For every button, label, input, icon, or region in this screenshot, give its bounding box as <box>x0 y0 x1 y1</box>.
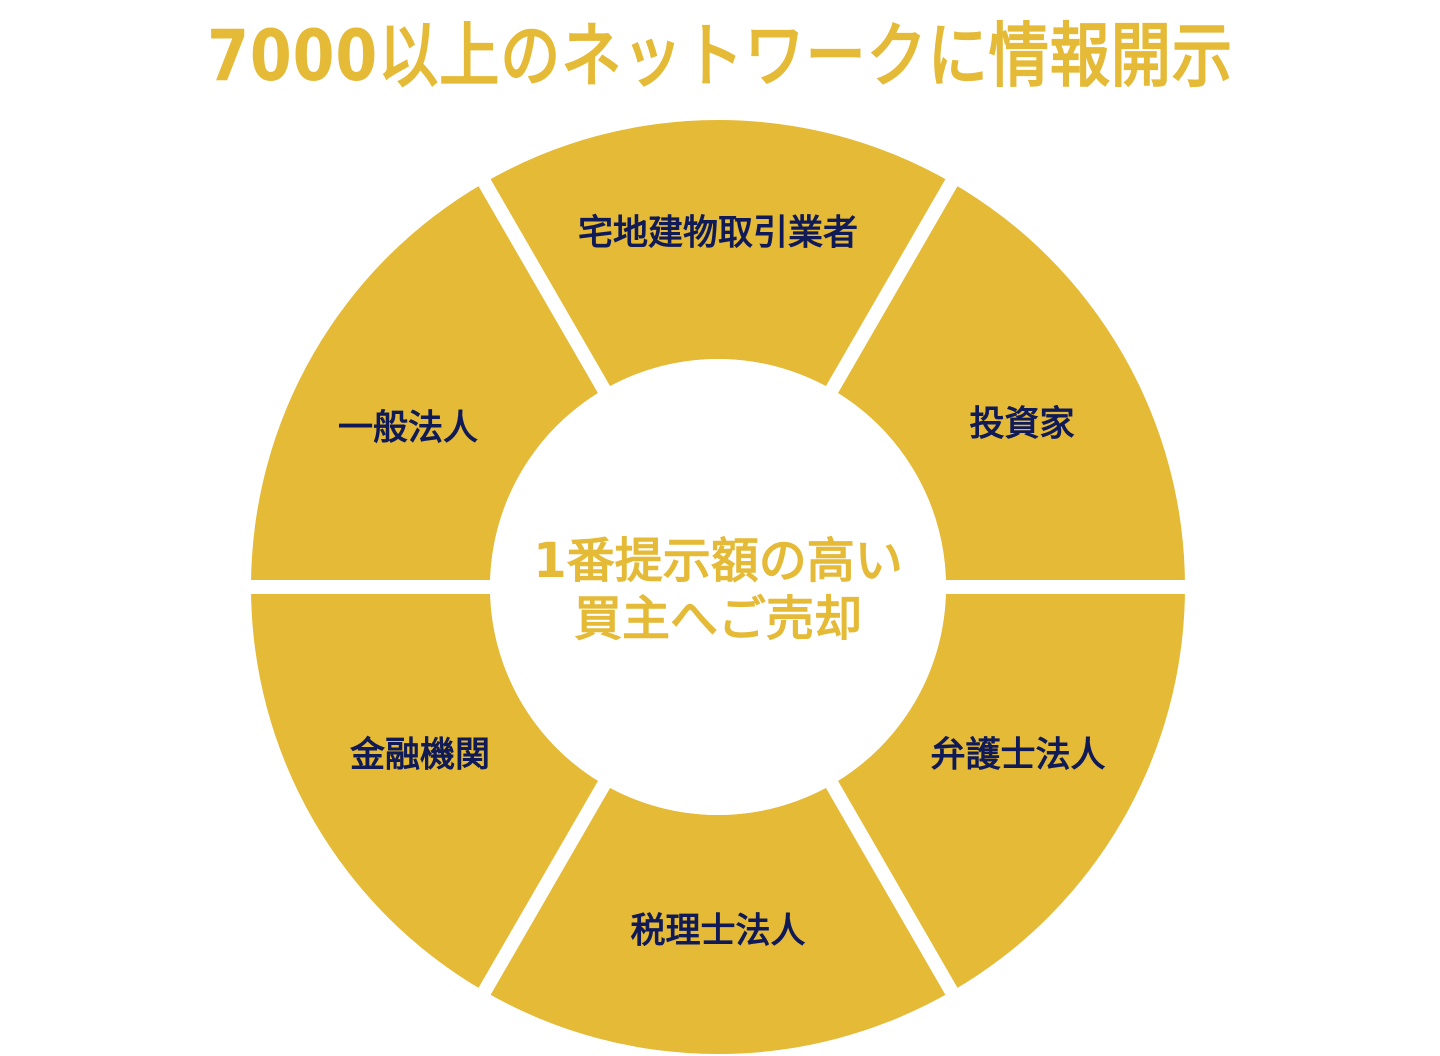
center-message: 1番提示額の高い 買主へご売却 <box>533 532 902 648</box>
donut-segment <box>832 182 1185 587</box>
center-line-2: 買主へご売却 <box>573 591 862 647</box>
segment-divider <box>823 776 961 1000</box>
donut-segment <box>484 784 952 1054</box>
segment-tax-accountant-firm: 税理士法人 <box>630 911 806 952</box>
donut-segment <box>832 587 1185 992</box>
center-line-1: 1番提示額の高い <box>533 533 903 589</box>
segment-financial-institution: 金融機関 <box>349 735 491 776</box>
segment-divider <box>475 776 613 1000</box>
diagram-title: 7000以上のネットワークに情報開示 <box>207 15 1233 97</box>
segment-divider <box>823 174 961 398</box>
segment-real-estate-broker: 宅地建物取引業者 <box>577 213 859 254</box>
donut-segment <box>484 119 952 390</box>
donut-segment <box>250 182 604 587</box>
segment-investor: 投資家 <box>969 404 1075 445</box>
donut-segment <box>251 587 604 992</box>
center-circle <box>490 359 946 815</box>
segment-general-corporation: 一般法人 <box>337 408 479 449</box>
segment-law-firm: 弁護士法人 <box>930 735 1106 776</box>
segment-divider <box>475 174 613 398</box>
